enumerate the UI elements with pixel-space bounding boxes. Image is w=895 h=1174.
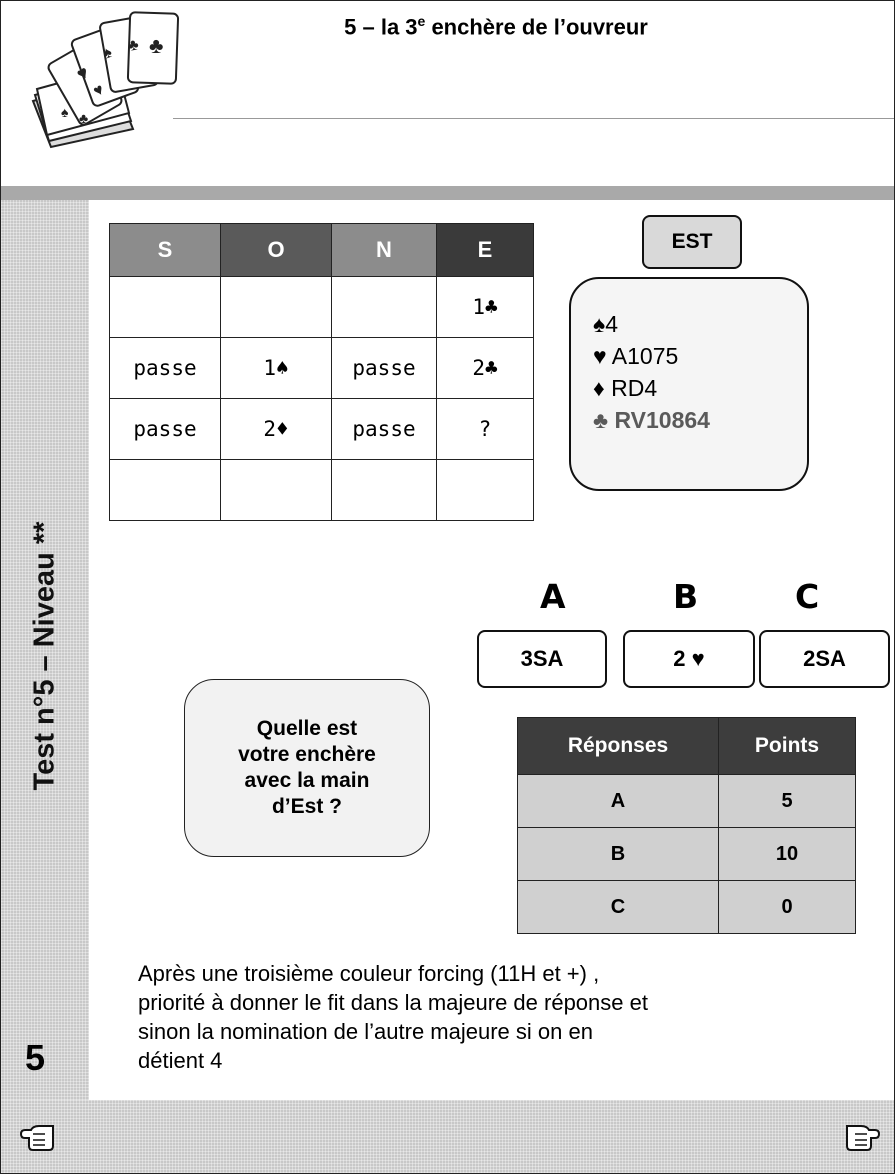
points-cell: 5 xyxy=(718,774,856,828)
question-line: votre enchère xyxy=(238,743,376,766)
bid-cell: passe xyxy=(109,337,221,399)
scoring-row: A 5 xyxy=(517,774,856,828)
bid-cell: passe xyxy=(331,398,437,460)
header-west: O xyxy=(220,223,332,277)
bid-cell xyxy=(109,276,221,338)
question-line: avec la main xyxy=(244,769,370,792)
explanation-line: priorité à donner le fit dans la majeure… xyxy=(138,990,648,1015)
hand-spades: ♠4 xyxy=(593,311,619,337)
svg-text:♣: ♣ xyxy=(127,36,141,55)
header-responses: Réponses xyxy=(517,717,719,775)
page-title: 5 – la 3e enchère de l’ouvreur xyxy=(344,13,648,40)
east-label: EST xyxy=(642,215,742,269)
scoring-table: Réponses Points A 5 B 10 C 0 xyxy=(517,717,856,934)
points-cell: 10 xyxy=(718,827,856,881)
hand-clubs: ♣ RV10864 xyxy=(593,407,710,433)
option-letter-a: A xyxy=(540,577,566,616)
bottom-band xyxy=(1,1100,894,1173)
bid-cell xyxy=(109,459,221,521)
bid-cell: 2♦ xyxy=(220,398,332,460)
bid-cell xyxy=(331,459,437,521)
bid-cell: passe xyxy=(331,337,437,399)
question-line: d’Est ? xyxy=(271,795,342,818)
page-number: 5 xyxy=(25,1037,46,1078)
option-a-bid: 3SA xyxy=(477,630,607,688)
bidding-row: passe 1♠ passe 2♣ xyxy=(109,337,534,399)
response-cell: A xyxy=(517,774,719,828)
bid-cell xyxy=(220,276,332,338)
scoring-row: B 10 xyxy=(517,827,856,881)
bid-cell xyxy=(436,459,534,521)
bid-cell: ? xyxy=(436,398,534,460)
test-label: Test n°5 – Niveau ** xyxy=(28,521,61,791)
bidding-row: passe 2♦ passe ? xyxy=(109,398,534,460)
explanation-text: Après une troisième couleur forcing (11H… xyxy=(138,959,838,1075)
bidding-row: 1♣ xyxy=(109,276,534,338)
header-east: E xyxy=(436,223,534,277)
title-underline xyxy=(173,118,894,119)
header-north: N xyxy=(331,223,437,277)
header-south: S xyxy=(109,223,221,277)
bid-cell: 1♠ xyxy=(220,337,332,399)
option-letter-b: B xyxy=(673,577,699,616)
scoring-row: C 0 xyxy=(517,880,856,934)
points-cell: 0 xyxy=(718,880,856,934)
option-c-bid: 2SA xyxy=(759,630,890,688)
playing-cards-logo: ♥ ♥ ♠ ♣ ♣ ♠ ♣ xyxy=(31,11,180,149)
header-points: Points xyxy=(718,717,856,775)
explanation-line: sinon la nomination de l’autre majeure s… xyxy=(138,1019,593,1044)
top-band xyxy=(1,186,894,200)
scoring-header-row: Réponses Points xyxy=(517,717,856,775)
svg-text:♣: ♣ xyxy=(79,110,88,126)
svg-text:♠: ♠ xyxy=(61,104,69,120)
hand-hearts: ♥ A1075 xyxy=(593,343,679,369)
question-line: Quelle est xyxy=(256,717,358,740)
response-cell: C xyxy=(517,880,719,934)
left-band xyxy=(1,200,89,1100)
svg-text:♣: ♣ xyxy=(149,33,163,58)
bid-cell: passe xyxy=(109,398,221,460)
next-page-icon[interactable] xyxy=(841,1118,881,1154)
bidding-table: S O N E 1♣ passe 1♠ passe 2♣ passe 2♦ pa… xyxy=(109,223,534,521)
response-cell: B xyxy=(517,827,719,881)
bid-cell: 1♣ xyxy=(436,276,534,338)
question-box: Quelle est votre enchère avec la main d’… xyxy=(184,679,430,857)
explanation-line: Après une troisième couleur forcing (11H… xyxy=(138,961,600,986)
hand-diamonds: ♦ RD4 xyxy=(593,375,658,401)
previous-page-icon[interactable] xyxy=(19,1118,59,1154)
east-hand: ♠4 ♥ A1075 ♦ RD4 ♣ RV10864 xyxy=(569,277,809,491)
bidding-header-row: S O N E xyxy=(109,223,534,277)
option-b-bid: 2 ♥ xyxy=(623,630,755,688)
bid-cell xyxy=(331,276,437,338)
option-letter-c: C xyxy=(795,577,820,616)
bid-cell: 2♣ xyxy=(436,337,534,399)
bid-cell xyxy=(220,459,332,521)
explanation-line: détient 4 xyxy=(138,1048,223,1073)
bidding-row xyxy=(109,459,534,521)
